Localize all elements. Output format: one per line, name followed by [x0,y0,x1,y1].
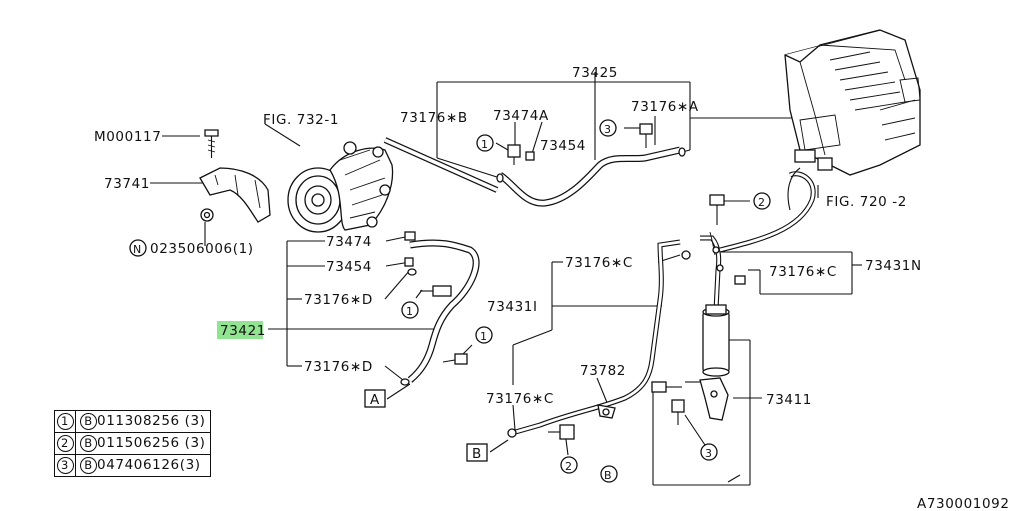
callout-number: 1 [480,330,488,343]
legend-symbol: B [80,413,97,430]
clamp-73782 [597,404,616,419]
nut-symbol-circle [129,239,147,257]
bolt-symbol-circle [600,465,618,483]
label-fig-evaporator: FIG. 720 -2 [826,194,907,210]
callouts: 1 3 1 1 2 2 3 [401,119,771,474]
callout-circle [753,192,771,210]
legend-part: 011308256 (3) [97,413,206,429]
part-labels: FIG. 732-1 FIG. 720 -2 M000117 73741 N 0… [94,65,1010,511]
fittings [400,123,746,440]
callout-circle [700,443,718,461]
legend-index: 1 [56,413,74,430]
label-box-a: A [370,392,380,408]
selected-part-highlight [217,321,263,339]
label-diagram-id: A730001092 [917,496,1010,511]
legend-index: 3 [56,457,74,474]
refrigerant-hoses [383,137,816,436]
label-nut-symbol: N [133,243,142,256]
callout-circle [560,456,578,474]
leader-lines [150,72,862,486]
label-73431i: 73431I [487,299,538,315]
label-73176a: 73176∗A [631,99,699,115]
receiver-drier [702,304,730,377]
callout-number: 2 [758,196,766,209]
label-nut-part: 023506006(1) [150,241,254,257]
callout-circle [475,326,493,344]
compressor [287,141,394,233]
box-b [466,443,488,462]
label-73176c-right: 73176∗C [769,264,837,280]
label-73431n: 73431N [865,258,922,274]
label-73782: 73782 [580,363,626,379]
label-73474-left: 73474 [326,234,372,250]
label-73176c-bottom: 73176∗C [486,391,554,407]
label-73176c-left: 73176∗C [565,255,633,271]
label-73176d-top: 73176∗D [304,292,373,308]
label-bolt-symbol: B [604,469,612,482]
legend-part: 047406126(3) [97,457,201,473]
callout-number: 3 [604,123,612,136]
legend-symbol: B [80,435,97,452]
label-73474a: 73474A [493,108,549,124]
callout-number: 3 [705,447,713,460]
label-73454-left: 73454 [326,259,372,275]
callout-number: 2 [565,460,573,473]
legend-part: 011506256 (3) [97,435,206,451]
label-73425: 73425 [572,65,618,81]
bracket-73741 [199,129,271,223]
callout-circle [599,119,617,137]
legend-symbol: B [80,457,97,474]
label-73454-top: 73454 [540,138,586,154]
callout-circle [476,134,494,152]
callout-number: 1 [406,305,414,318]
label-73176b: 73176∗B [400,110,468,126]
label-73421: 73421 [220,323,266,339]
label-73411: 73411 [766,392,812,408]
callout-circle [401,301,419,319]
callout-number: 1 [481,138,489,151]
evaporator-unit [784,29,921,176]
label-m000117: M000117 [94,129,161,145]
label-73176d-bottom: 73176∗D [304,359,373,375]
bracket-73411 [699,377,729,421]
label-73741: 73741 [104,176,150,192]
legend-index: 2 [56,435,74,452]
label-box-b: B [472,446,482,462]
box-a [364,389,386,408]
label-fig-compressor: FIG. 732-1 [263,112,339,128]
